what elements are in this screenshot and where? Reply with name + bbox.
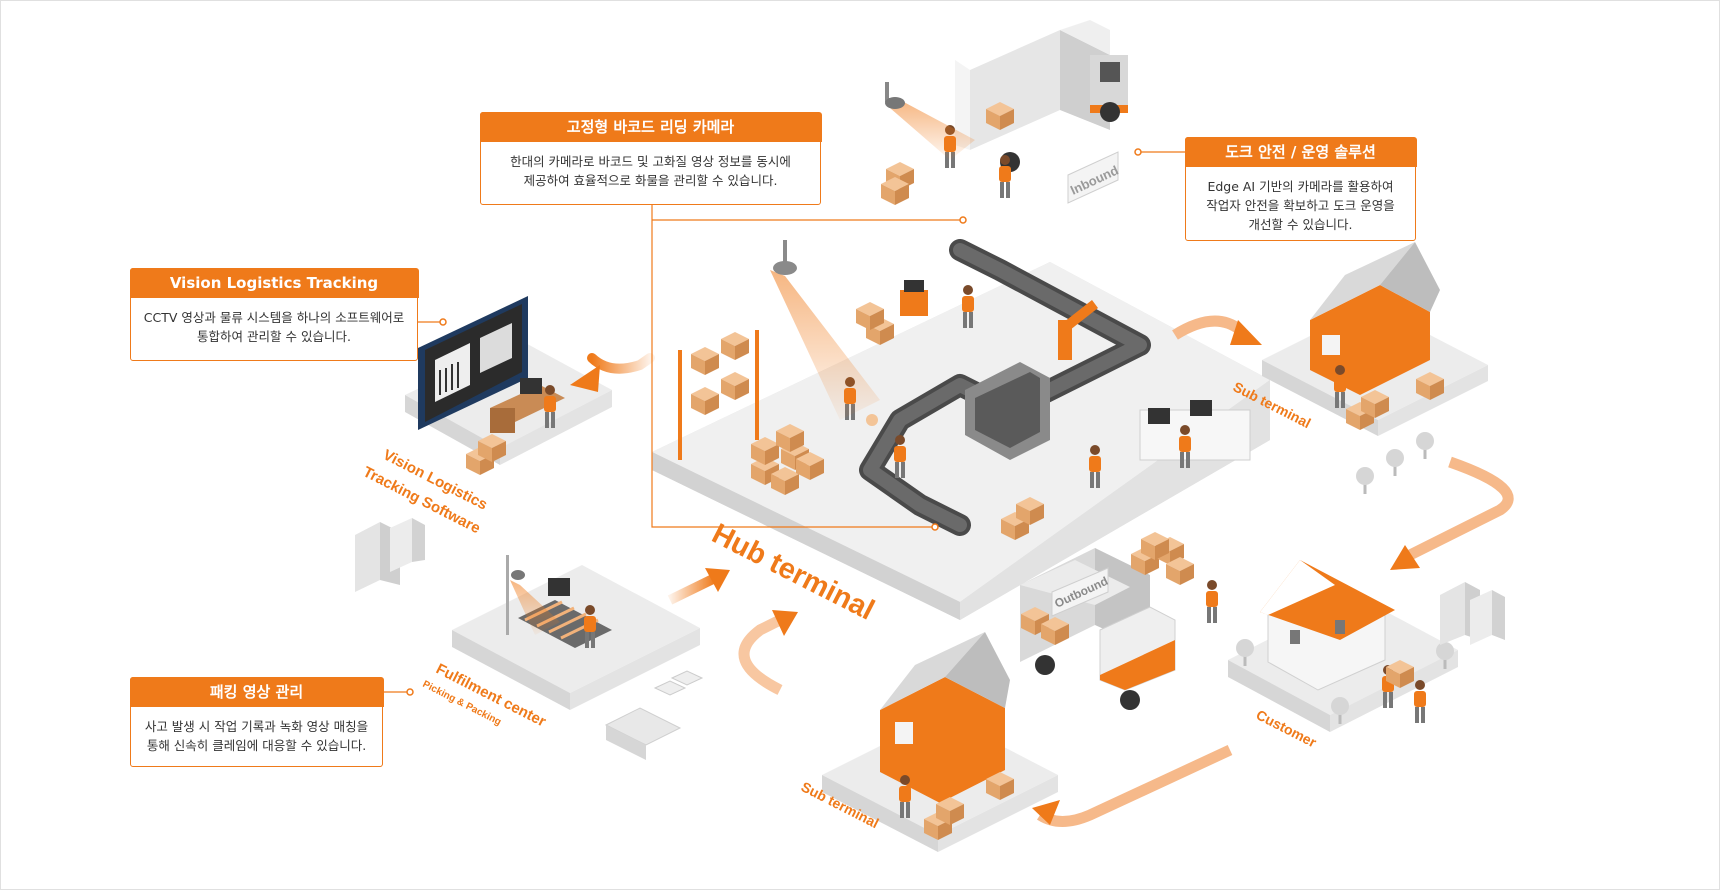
city-buildings-right	[1440, 582, 1505, 645]
sub-terminal-bottom-platform	[822, 632, 1058, 852]
arrow-subterminal-to-hub	[772, 610, 798, 636]
callout-barcode-body: 한대의 카메라로 바코드 및 고화질 영상 정보를 동시에 제공하여 효율적으로…	[510, 153, 791, 188]
tree-3	[1416, 432, 1434, 459]
callout-vlts-body: CCTV 영상과 물류 시스템을 하나의 소프트웨어로 통합하여 관리할 수 있…	[143, 309, 405, 344]
tree-1	[1356, 467, 1374, 494]
customer-platform	[1228, 560, 1458, 732]
arrow-to-subterminal-right	[1230, 320, 1262, 345]
connector-lines	[383, 151, 1185, 693]
callout-dock-title: 도크 안전 / 운영 솔루션	[1184, 136, 1417, 167]
arrow-to-subterminal-bottom	[1032, 800, 1060, 825]
arrow-to-vlts	[570, 365, 600, 392]
sub-terminal-right-platform	[1262, 242, 1488, 436]
fulfilment-platform	[452, 555, 700, 710]
callout-packing-body: 사고 발생 시 작업 기록과 녹화 영상 매칭을 통해 신속히 클레임에 대응할…	[144, 718, 369, 753]
arrow-to-customer	[1390, 545, 1420, 570]
callout-dock-safety: 도크 안전 / 운영 솔루션 Edge AI 기반의 카메라를 활용하여 작업자…	[1184, 136, 1417, 241]
flow-arrows	[570, 315, 1514, 827]
inbound-truck	[881, 20, 1128, 205]
callout-packing-title: 패킹 영상 관리	[129, 676, 384, 707]
callout-dock-body: Edge AI 기반의 카메라를 활용하여 작업자 안전을 확보하고 도크 운영…	[1206, 178, 1395, 232]
callout-vlts-title: Vision Logistics Tracking Software	[129, 267, 419, 322]
tree-2	[1386, 449, 1404, 476]
connector-dots	[406, 148, 1142, 696]
callout-barcode-camera: 고정형 바코드 리딩 카메라 한대의 카메라로 바코드 및 고화질 영상 정보를…	[479, 111, 822, 205]
arrow-to-hub	[705, 568, 730, 592]
inbound-sign: Inbound	[1067, 151, 1121, 204]
callout-packing-video: 패킹 영상 관리 사고 발생 시 작업 기록과 녹화 영상 매칭을 통해 신속히…	[129, 676, 384, 767]
small-cubes	[604, 670, 704, 760]
callout-vlts: Vision Logistics Tracking Software CCTV …	[129, 267, 419, 361]
city-buildings-left	[355, 518, 425, 592]
vlts-platform	[405, 296, 612, 475]
hub-terminal-platform	[652, 239, 1270, 620]
callout-barcode-title: 고정형 바코드 리딩 카메라	[479, 111, 822, 142]
